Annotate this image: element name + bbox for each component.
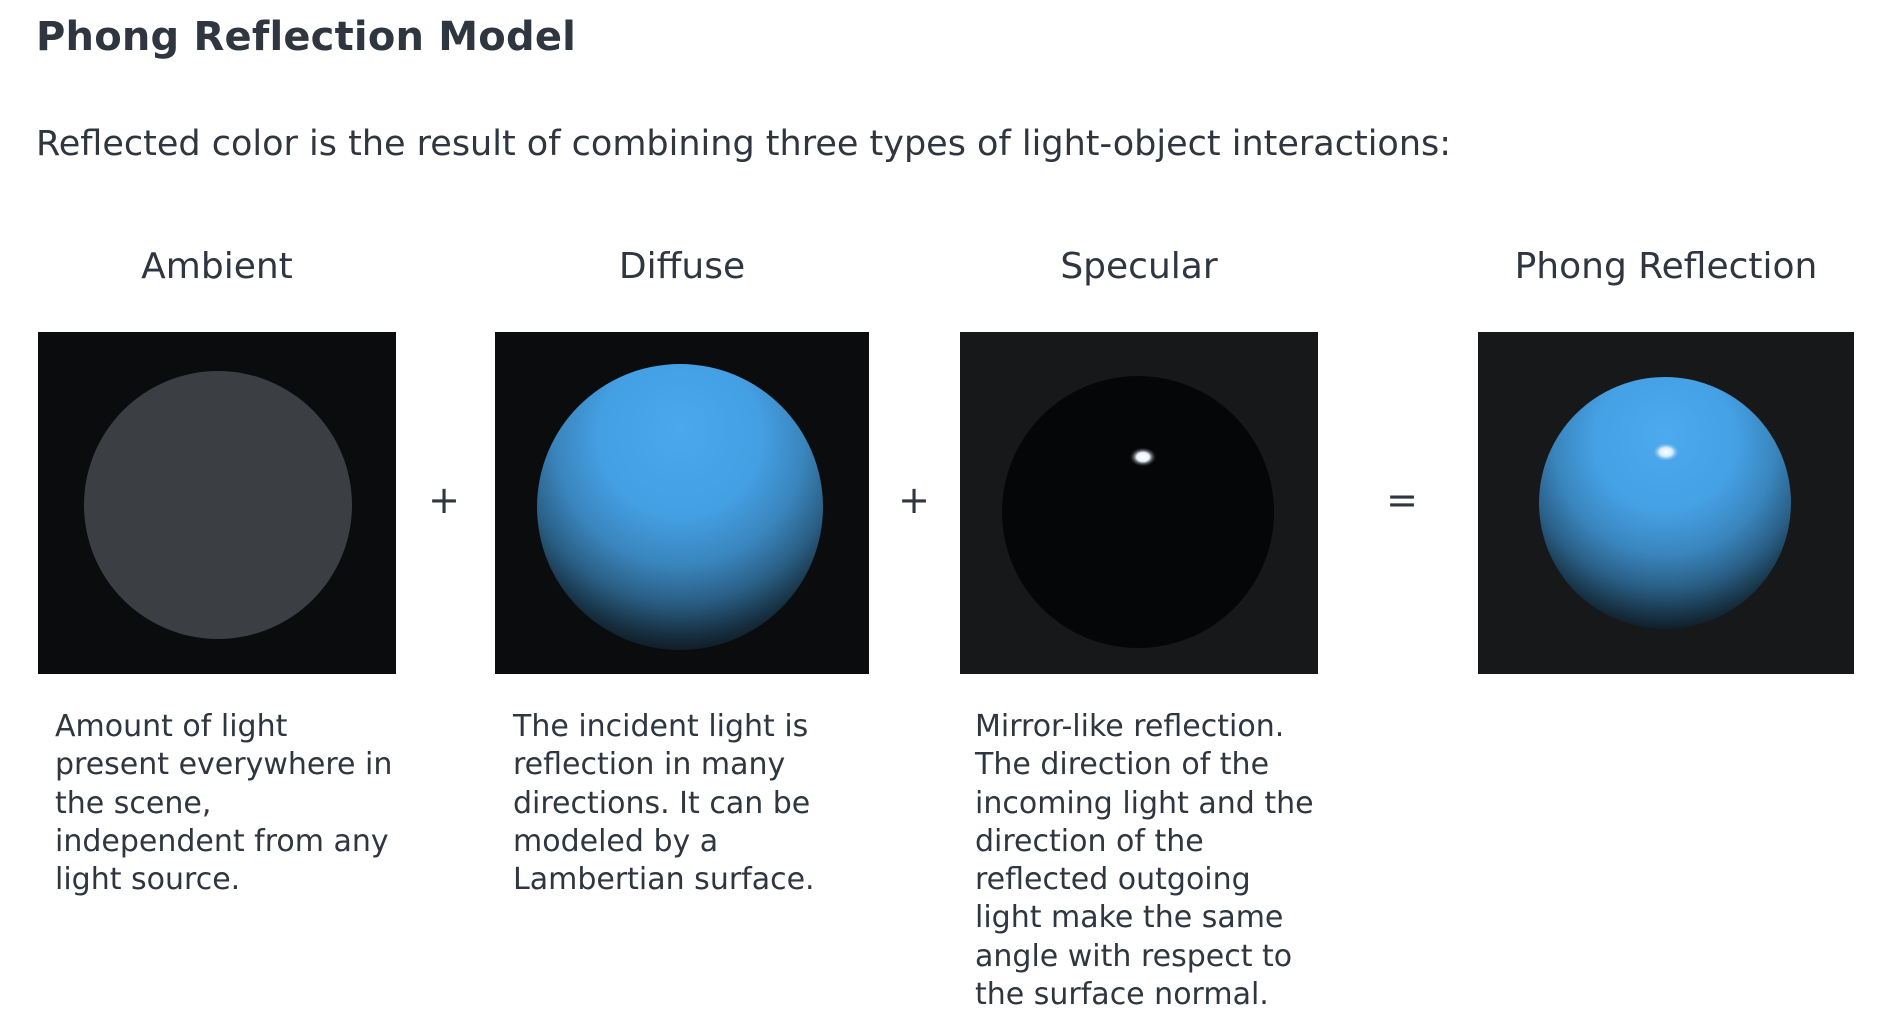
phong-highlight [1653,443,1679,461]
ambient-sphere [84,371,352,639]
description-line: the surface normal. [975,977,1269,1013]
description-line: The incident light is [513,709,809,744]
description-line: Mirror-like reflection. [975,709,1285,744]
specular-description: Mirror-like reflection. The direction of… [975,708,1314,1014]
ambient-sphere-image [38,332,396,674]
description-line: reflection in many [513,747,786,783]
description-line: Amount of light [55,709,288,744]
specular-highlight [1129,447,1157,467]
description-line: light make the same [975,900,1284,936]
equals-operator: = [1386,478,1418,522]
phong-panel [1478,332,1854,674]
specular-sphere-image [960,332,1318,674]
page-subtitle: Reflected color is the result of combini… [36,124,1452,164]
phong-sphere [1539,377,1791,629]
specular-sphere [1002,376,1274,648]
description-line: incoming light and the [975,785,1314,821]
description-line: light source. [55,862,241,898]
description-line: direction of the [975,823,1204,859]
ambient-description: Amount of light present everywhere in th… [55,708,392,899]
specular-label: Specular [1060,246,1218,287]
description-line: the scene, [55,785,212,821]
description-line: modeled by a [513,823,719,859]
diffuse-label: Diffuse [618,246,746,287]
description-line: present everywhere in [55,747,393,783]
plus-operator-1: + [428,478,460,522]
description-line: directions. It can be [513,785,811,821]
ambient-panel [38,332,396,674]
description-line: Lambertian surface. [513,862,815,898]
description-line: independent from any [55,823,389,859]
phong-sphere-image [1478,332,1854,674]
specular-panel [960,332,1318,674]
diffuse-panel [495,332,869,674]
description-line: angle with respect to [975,938,1293,974]
diffuse-sphere [537,364,823,650]
phong-reflection-label: Phong Reflection [1514,246,1818,287]
diffuse-sphere-image [495,332,869,674]
plus-operator-2: + [898,478,930,522]
description-line: The direction of the [975,747,1270,783]
page-title: Phong Reflection Model [36,14,577,60]
diffuse-description: The incident light is reflection in many… [513,708,815,899]
description-line: reflected outgoing [975,862,1251,898]
ambient-label: Ambient [141,246,293,287]
